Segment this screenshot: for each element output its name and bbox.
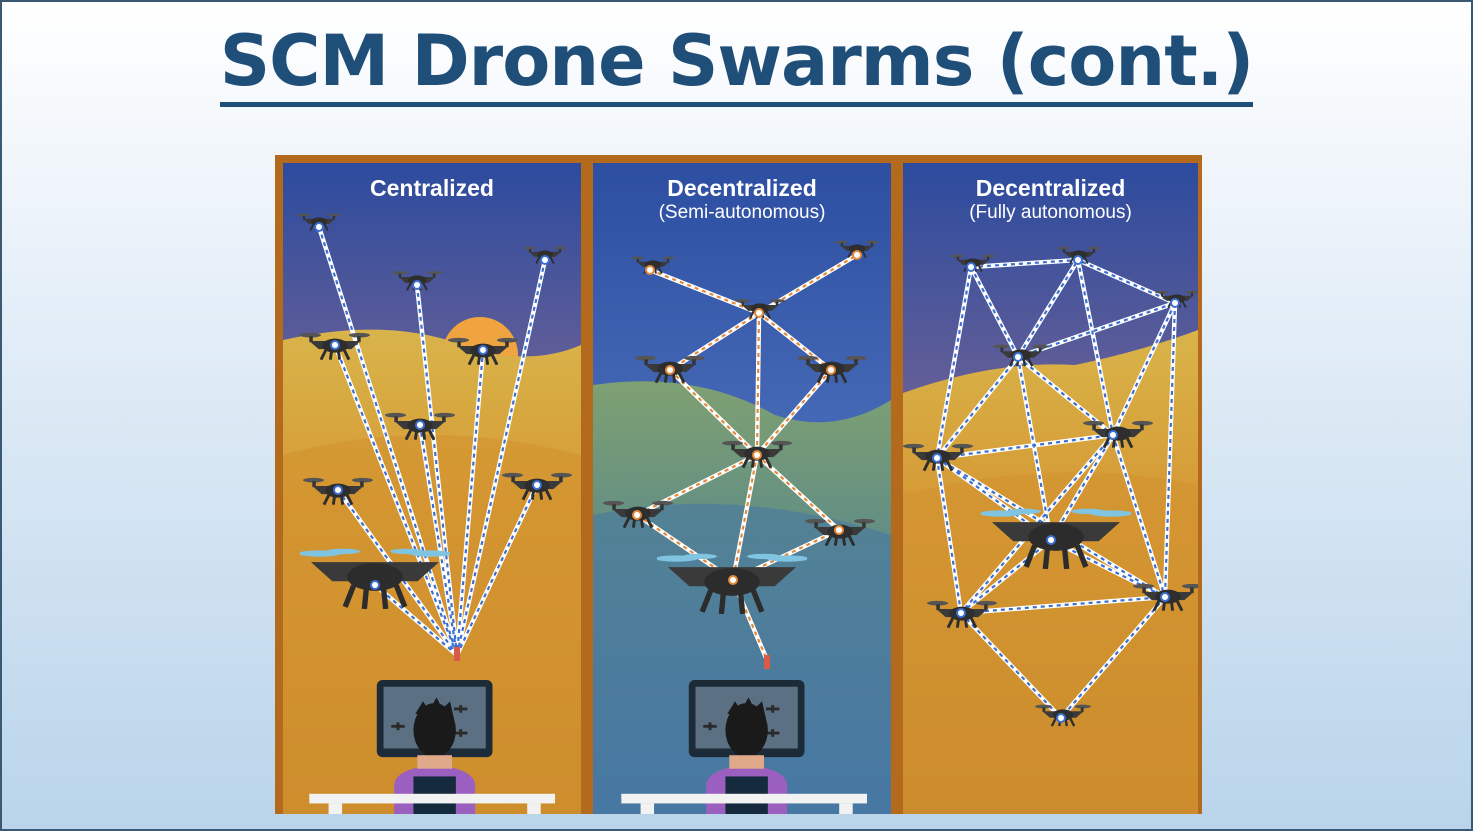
panel-fully-autonomous <box>903 163 1198 814</box>
panel-subtitle-semi-autonomous: (Semi-autonomous) <box>658 202 826 223</box>
slide-title: SCM Drone Swarms (cont.) <box>2 20 1471 107</box>
panel-heading-fully-autonomous: Decentralized <box>975 175 1126 201</box>
panel-semi-autonomous <box>593 163 891 814</box>
drone-swarm-figure: Centralized Decentralized (Semi-autonomo… <box>275 155 1202 814</box>
panel-label-centralized: Centralized <box>283 175 581 202</box>
panel-label-semi-autonomous: Decentralized (Semi-autonomous) <box>593 175 891 224</box>
panel-subtitle-fully-autonomous: (Fully autonomous) <box>969 202 1132 223</box>
drone-swarm-illustration <box>283 163 1198 814</box>
panel-heading-semi-autonomous: Decentralized <box>667 175 817 201</box>
panel-heading-centralized: Centralized <box>370 175 494 201</box>
panel-centralized <box>283 163 581 814</box>
slide-title-text: SCM Drone Swarms (cont.) <box>219 21 1254 107</box>
panel-label-fully-autonomous: Decentralized (Fully autonomous) <box>903 175 1198 224</box>
